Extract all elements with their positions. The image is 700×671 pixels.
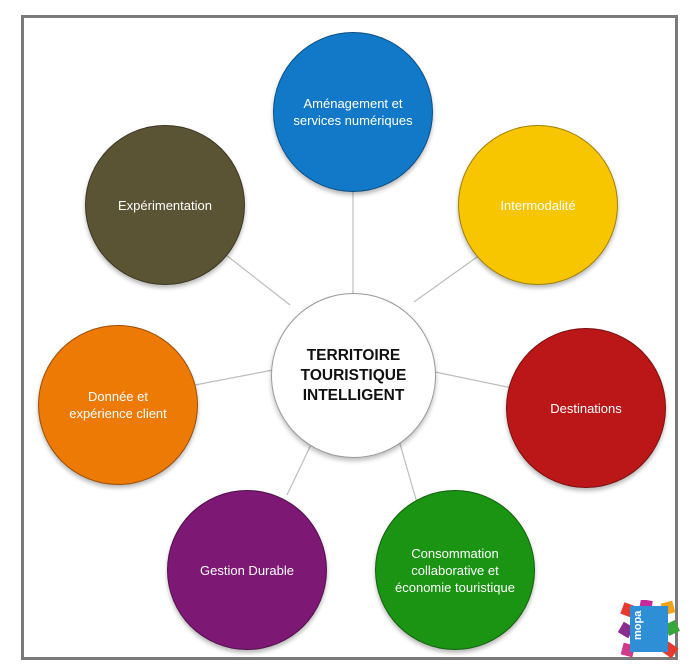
node-donnee: Donnée et expérience client: [38, 325, 198, 485]
node-amenagement: Aménagement et services numériques: [273, 32, 433, 192]
node-amenagement-label: Aménagement et services numériques: [293, 96, 413, 128]
node-gestion-label: Gestion Durable: [200, 562, 294, 578]
connector-donnee: [194, 369, 274, 386]
center-title: TERRITOIRE TOURISTIQUE INTELLIGENT: [300, 346, 407, 404]
connector-experimentation: [225, 254, 291, 306]
connector-destinations: [434, 371, 513, 389]
center-node: TERRITOIRE TOURISTIQUE INTELLIGENT: [271, 293, 436, 458]
node-consommation-label: Consommation collaborative et économie t…: [395, 545, 515, 595]
node-destinations-label: Destinations: [550, 400, 622, 416]
node-consommation: Consommation collaborative et économie t…: [375, 490, 535, 650]
logo-square: [630, 606, 668, 652]
node-gestion: Gestion Durable: [167, 490, 327, 650]
node-intermodalite-label: Intermodalité: [500, 197, 576, 213]
connector-intermodalite: [413, 251, 485, 303]
node-donnee-label: Donnée et expérience client: [69, 389, 167, 421]
logo-text: mopa: [632, 610, 644, 640]
node-experimentation: Expérimentation: [85, 125, 245, 285]
node-experimentation-label: Expérimentation: [118, 197, 212, 213]
node-destinations: Destinations: [506, 328, 666, 488]
mopa-logo: mopa: [617, 599, 680, 660]
node-intermodalite: Intermodalité: [458, 125, 618, 285]
